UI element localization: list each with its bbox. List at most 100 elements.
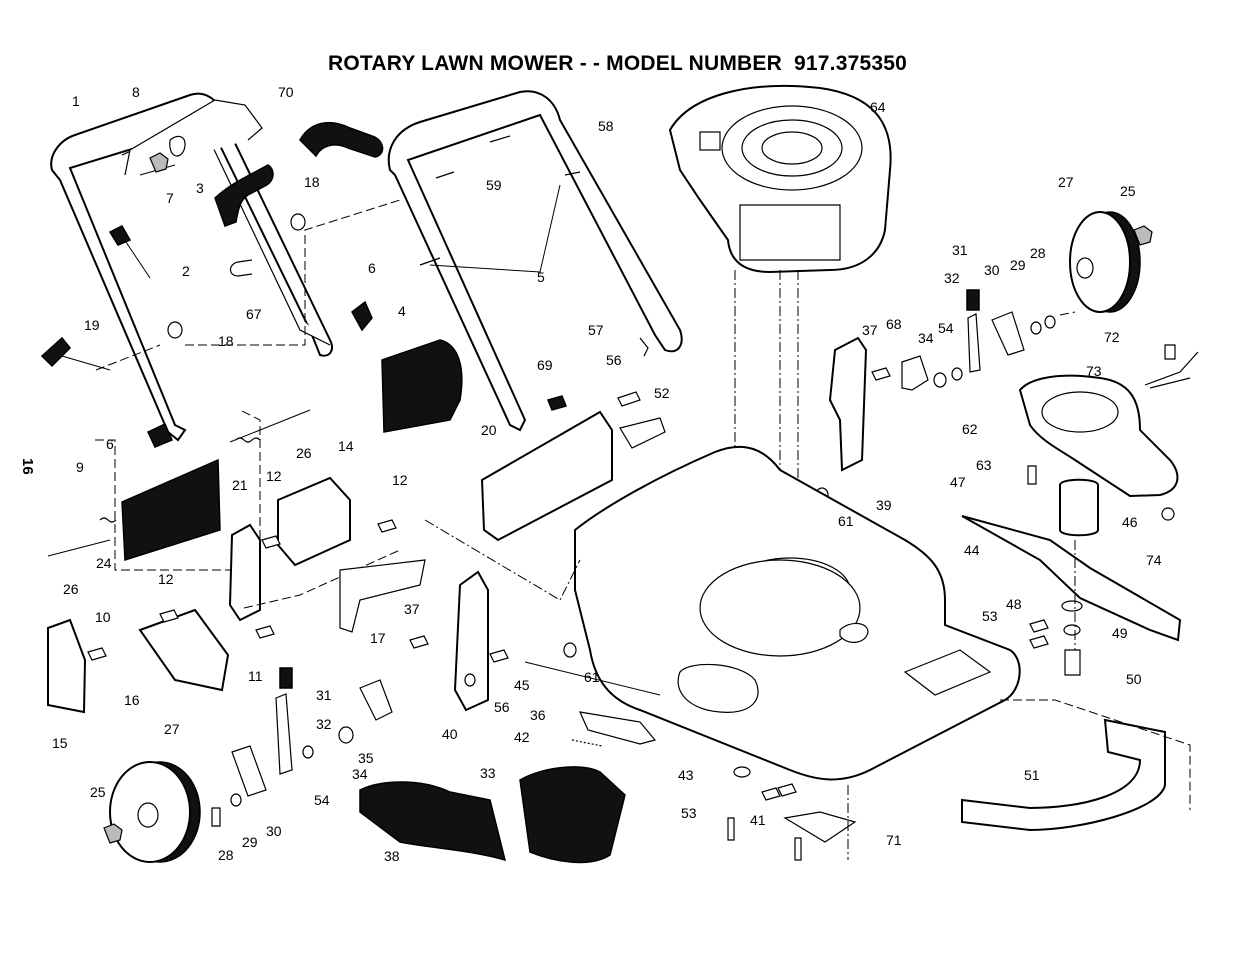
callout-label: 8: [132, 84, 140, 100]
callout-label: 61: [584, 669, 600, 685]
callout-label: 56: [494, 699, 510, 715]
u-bolt-drawing: [229, 259, 253, 277]
callout-label: 7: [166, 190, 174, 206]
handle-bolts-drawing: [435, 135, 511, 179]
callout-label: 71: [886, 832, 902, 848]
callout-label: 59: [486, 177, 502, 193]
callout-label: 6: [368, 260, 376, 276]
callout-label: 25: [1120, 183, 1136, 199]
callout-label: 38: [384, 848, 400, 864]
callout-label: 32: [316, 716, 332, 732]
callout-label: 58: [598, 118, 614, 134]
mower-blade-drawing: [961, 515, 1182, 642]
callout-label: 54: [314, 792, 330, 808]
callout-label: 37: [404, 601, 420, 617]
callout-label: 41: [750, 812, 766, 828]
callout-label: 56: [606, 352, 622, 368]
callout-label: 72: [1104, 329, 1120, 345]
bag-frame-drawing: [519, 766, 626, 864]
deflector-plate-drawing: [619, 417, 666, 449]
callout-label: 12: [392, 472, 408, 488]
callout-label: 50: [1126, 671, 1142, 687]
clip-drawing: [169, 135, 186, 157]
engine-drawing: [668, 84, 892, 274]
callout-label: 9: [76, 459, 84, 475]
callout-label: 33: [480, 765, 496, 781]
callout-label: 36: [530, 707, 546, 723]
callout-label: 46: [1122, 514, 1138, 530]
callout-label: 68: [886, 316, 902, 332]
rear-door-drawing: [480, 410, 613, 542]
hose-lower-drawing: [214, 164, 274, 227]
callout-label: 37: [862, 322, 878, 338]
callout-label: 64: [870, 99, 886, 115]
callout-label: 70: [278, 84, 294, 100]
callout-label: 52: [654, 385, 670, 401]
callout-label: 44: [964, 542, 980, 558]
callout-label: 67: [246, 306, 262, 322]
knob-lower-drawing: [147, 422, 173, 448]
callout-label: 45: [514, 677, 530, 693]
callout-label: 39: [876, 497, 892, 513]
rear-hinge-bracket-drawing: [277, 476, 351, 567]
hose-upper-drawing: [299, 121, 384, 158]
callout-label: 43: [678, 767, 694, 783]
callout-label: 18: [218, 333, 234, 349]
page-title: ROTARY LAWN MOWER - - MODEL NUMBER 917.3…: [0, 52, 1235, 76]
callout-label: 42: [514, 729, 530, 745]
rear-skirt-bracket-drawing: [138, 608, 230, 692]
callout-label: 4: [398, 303, 406, 319]
callout-label: 62: [962, 421, 978, 437]
callout-label: 53: [982, 608, 998, 624]
callout-label: 27: [164, 721, 180, 737]
hinge-rod-support-drawing: [339, 559, 426, 633]
mulch-plug-drawing: [121, 458, 221, 562]
callout-label: 21: [232, 477, 248, 493]
handle-bolt-drawing: [149, 152, 169, 173]
callout-label: 17: [370, 630, 386, 646]
wheel-nut-top-drawing: [1133, 225, 1153, 246]
callout-label: 12: [158, 571, 174, 587]
callout-label: 34: [918, 330, 934, 346]
callout-label: 11: [248, 668, 263, 684]
callout-label: 53: [681, 805, 697, 821]
cable-adjuster-drawing: [108, 225, 132, 246]
callout-label: 61: [838, 513, 854, 529]
mulch-baffle-drawing: [1018, 374, 1179, 498]
cable-clamp-drawing: [546, 395, 568, 411]
rear-guard-drawing: [47, 618, 87, 714]
callout-label: 48: [1006, 596, 1022, 612]
callout-label: 26: [296, 445, 312, 461]
handle-bolt-56-drawing: [617, 391, 641, 407]
callout-label: 54: [938, 320, 954, 336]
title-prefix: ROTARY LAWN MOWER - - MODEL NUMBER: [328, 52, 782, 75]
mower-deck-drawing: [574, 445, 1021, 781]
callout-label: 5: [537, 269, 545, 285]
rear-wheel-left-drawing: [109, 761, 201, 863]
callout-label: 24: [96, 555, 112, 571]
callout-label: 6: [106, 436, 114, 452]
callout-label: 19: [84, 317, 100, 333]
grass-bag-drawing: [359, 781, 507, 862]
callout-label: 35: [358, 750, 374, 766]
callout-label: 18: [304, 174, 320, 190]
model-number: 917.375350: [794, 52, 907, 75]
callout-label: 30: [984, 262, 1000, 278]
callout-label: 14: [338, 438, 354, 454]
callout-label: 15: [52, 735, 68, 751]
callout-label: 32: [944, 270, 960, 286]
callout-label: 2: [182, 263, 190, 279]
callout-label: 57: [588, 322, 604, 338]
callout-label: 47: [950, 474, 966, 490]
callout-label: 51: [1024, 767, 1040, 783]
handle-knob-drawing: [40, 336, 72, 368]
callout-label: 26: [63, 581, 79, 597]
callout-label: 73: [1086, 363, 1102, 379]
callout-label: 25: [90, 784, 106, 800]
callout-label: 12: [266, 468, 282, 484]
knob-upper-drawing: [351, 300, 373, 332]
callout-label: 20: [481, 422, 497, 438]
